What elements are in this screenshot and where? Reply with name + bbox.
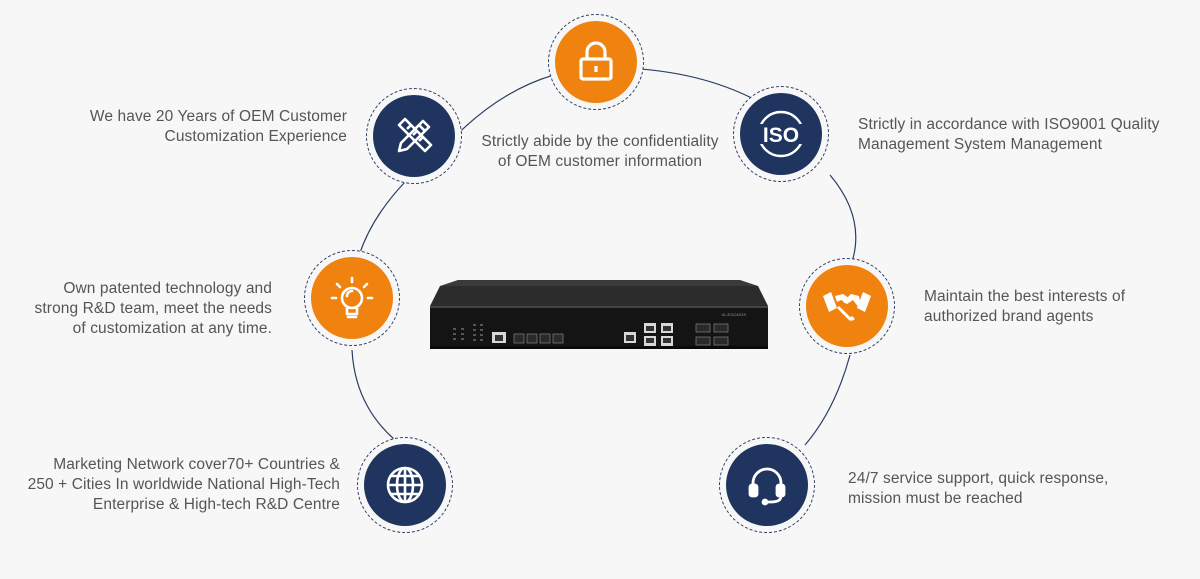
brand-agents-badge: [799, 258, 895, 354]
iso-quality-badge: ISO: [733, 86, 829, 182]
caption-line: Maintain the best interests of: [924, 288, 1126, 305]
caption-line: 250 + Cities In worldwide National High-…: [27, 476, 340, 493]
headset-icon: [748, 467, 786, 506]
patented-tech-badge: [304, 250, 400, 346]
caption-line: Management System Management: [858, 136, 1103, 153]
lightbulb-icon: [330, 276, 374, 319]
caption-line: Strictly in accordance with ISO9001 Qual…: [858, 116, 1160, 133]
caption-line: Marketing Network cover70+ Countries &: [53, 456, 340, 473]
oem-experience-caption: We have 20 Years of OEM Customer Customi…: [90, 107, 347, 147]
service-support-caption: 24/7 service support, quick response, mi…: [848, 469, 1108, 509]
caption-line: Customization Experience: [164, 128, 347, 145]
patented-tech-caption: Own patented technology and strong R&D t…: [35, 279, 272, 339]
caption-line: Strictly abide by the confidentiality: [481, 133, 719, 150]
network-switch-device: XL-EOC4S2S: [430, 280, 768, 349]
iso-quality-caption: Strictly in accordance with ISO9001 Qual…: [858, 115, 1160, 155]
pencil-ruler-icon: [397, 117, 433, 153]
caption-line: of customization at any time.: [72, 320, 272, 337]
confidentiality-caption: Strictly abide by the confidentiality of…: [460, 132, 740, 172]
confidentiality-badge: [548, 14, 644, 110]
caption-line: Enterprise & High-tech R&D Centre: [92, 496, 340, 513]
caption-line: Own patented technology and: [63, 280, 272, 297]
caption-line: 24/7 service support, quick response,: [848, 470, 1109, 487]
globe-icon: [386, 466, 424, 504]
svg-text:ISO: ISO: [763, 124, 799, 147]
caption-line: mission must be reached: [848, 490, 1023, 507]
caption-line: strong R&D team, meet the needs: [34, 300, 272, 317]
marketing-network-caption: Marketing Network cover70+ Countries & 2…: [28, 455, 340, 515]
device-model-label: XL-EOC4S2S: [721, 312, 746, 317]
brand-agents-caption: Maintain the best interests of authorize…: [924, 287, 1125, 327]
caption-line: authorized brand agents: [924, 308, 1094, 325]
marketing-network-badge: [357, 437, 453, 533]
caption-line: of OEM customer information: [497, 153, 703, 170]
handshake-icon: [823, 292, 871, 321]
oem-experience-badge: [366, 88, 462, 184]
caption-line: We have 20 Years of OEM Customer: [89, 108, 347, 125]
iso-icon: ISO: [754, 110, 808, 158]
padlock-icon: [579, 41, 613, 81]
service-support-badge: [719, 437, 815, 533]
